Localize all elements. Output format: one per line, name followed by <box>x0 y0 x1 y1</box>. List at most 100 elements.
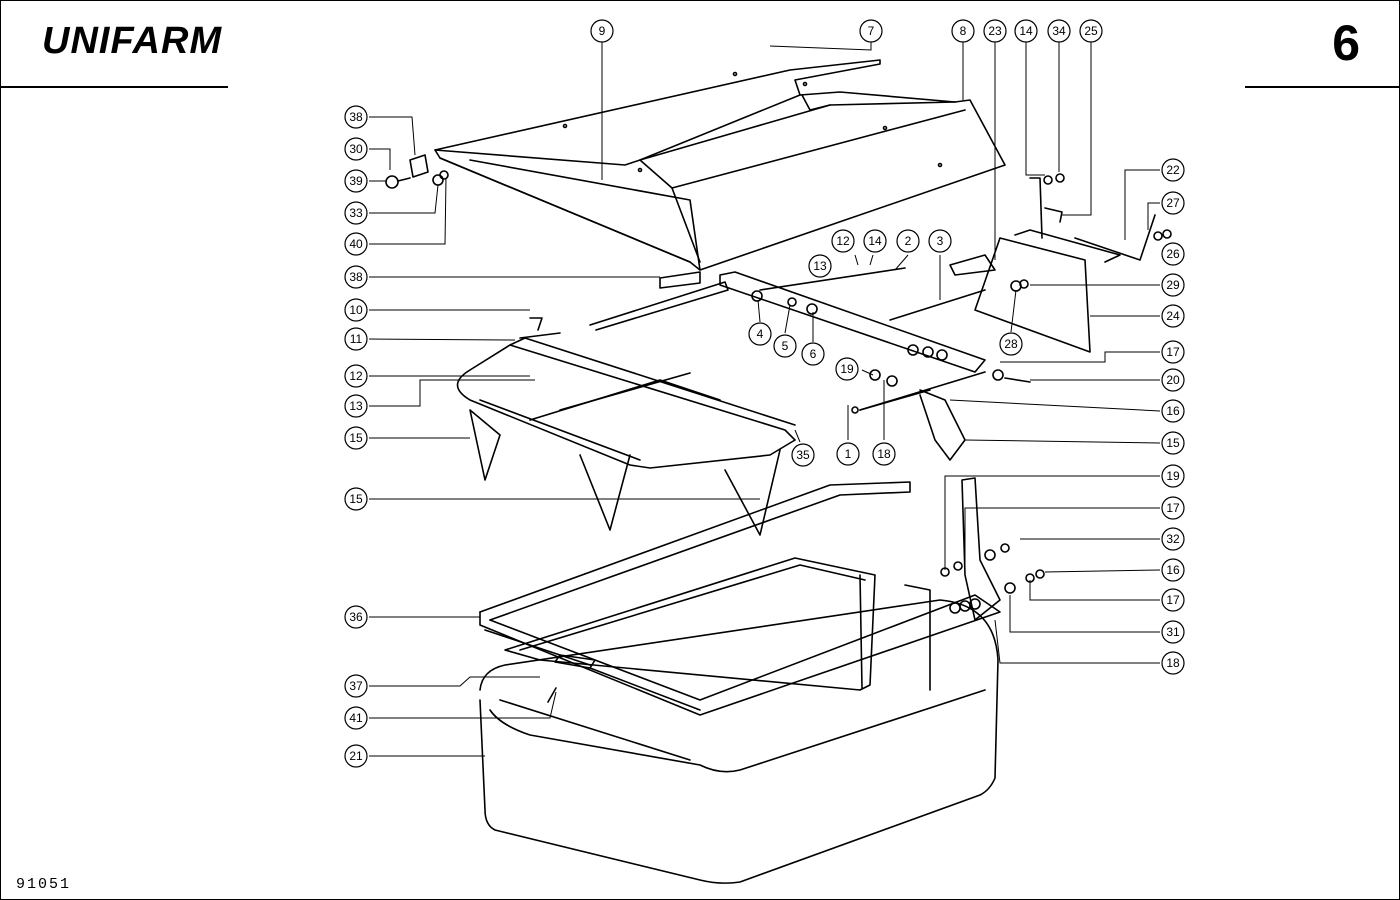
callout-11: 11 <box>344 327 368 351</box>
callout-label: 15 <box>1166 436 1180 450</box>
callout-label: 34 <box>1052 24 1066 38</box>
callout-4: 4 <box>748 322 772 346</box>
callout-17: 17 <box>1161 588 1185 612</box>
callout-label: 5 <box>782 339 789 353</box>
callout-39: 39 <box>344 169 368 193</box>
callout-35: 35 <box>791 443 815 467</box>
callout-36: 36 <box>344 605 368 629</box>
callout-label: 28 <box>1004 337 1018 351</box>
callout-label: 8 <box>960 24 967 38</box>
callout-14: 14 <box>863 229 887 253</box>
callout-9: 9 <box>590 19 614 43</box>
callout-label: 39 <box>349 174 363 188</box>
callout-label: 33 <box>349 206 363 220</box>
callout-label: 23 <box>988 24 1002 38</box>
callout-label: 38 <box>349 110 363 124</box>
callout-label: 16 <box>1166 563 1180 577</box>
spreader-frame-part <box>456 332 796 536</box>
callout-label: 4 <box>757 327 764 341</box>
callout-label: 3 <box>937 234 944 248</box>
callout-label: 29 <box>1166 278 1180 292</box>
callout-label: 19 <box>1166 469 1180 483</box>
hinge-bracket-part <box>385 154 449 189</box>
callout-label: 24 <box>1166 309 1180 323</box>
callout-37: 37 <box>344 674 368 698</box>
header-rule-right <box>1245 86 1399 88</box>
callout-33: 33 <box>344 201 368 225</box>
callout-label: 18 <box>877 447 891 461</box>
callout-label: 30 <box>349 142 363 156</box>
callout-18: 18 <box>1161 651 1185 675</box>
callout-34: 34 <box>1047 19 1071 43</box>
page-number: 6 <box>1332 15 1360 71</box>
callout-label: 15 <box>349 492 363 506</box>
callout-label: 37 <box>349 679 363 693</box>
callout-label: 38 <box>349 270 363 284</box>
callout-label: 14 <box>1019 24 1033 38</box>
callout-26: 26 <box>1161 242 1185 266</box>
inner-tray-part <box>504 557 931 691</box>
callout-12: 12 <box>831 229 855 253</box>
leader-lines <box>368 42 1161 757</box>
callout-32: 32 <box>1161 527 1185 551</box>
callout-label: 1 <box>845 447 852 461</box>
callout-label: 12 <box>836 234 850 248</box>
callout-38: 38 <box>344 105 368 129</box>
callout-13: 13 <box>808 254 832 278</box>
header-rule-left <box>0 86 228 88</box>
callout-18: 18 <box>872 442 896 466</box>
callout-label: 32 <box>1166 532 1180 546</box>
callout-label: 19 <box>840 362 854 376</box>
callout-6: 6 <box>801 342 825 366</box>
callout-40: 40 <box>344 232 368 256</box>
callout-17: 17 <box>1161 340 1185 364</box>
callout-label: 17 <box>1166 593 1180 607</box>
callout-24: 24 <box>1161 304 1185 328</box>
callout-5: 5 <box>773 334 797 358</box>
callout-label: 11 <box>350 332 363 346</box>
document-code: 91051 <box>16 876 72 893</box>
callout-22: 22 <box>1161 158 1185 182</box>
callout-15: 15 <box>1161 431 1185 455</box>
callout-label: 40 <box>349 237 363 251</box>
callout-29: 29 <box>1161 273 1185 297</box>
callout-20: 20 <box>1161 368 1185 392</box>
callout-15: 15 <box>344 426 368 450</box>
callout-label: 15 <box>349 431 363 445</box>
callout-13: 13 <box>344 394 368 418</box>
callout-label: 22 <box>1166 163 1180 177</box>
callout-10: 10 <box>344 298 368 322</box>
callout-label: 18 <box>1166 656 1180 670</box>
callout-2: 2 <box>896 229 920 253</box>
top-cover-part <box>434 59 1006 271</box>
callout-8: 8 <box>951 19 975 43</box>
callout-38: 38 <box>344 265 368 289</box>
callout-3: 3 <box>928 229 952 253</box>
callout-21: 21 <box>344 744 368 768</box>
callout-14: 14 <box>1014 19 1038 43</box>
tube-frame-part <box>479 481 1001 716</box>
callout-label: 20 <box>1166 373 1180 387</box>
callout-label: 17 <box>1166 345 1180 359</box>
callout-16: 16 <box>1161 558 1185 582</box>
callout-28: 28 <box>999 332 1023 356</box>
lower-bracket-part <box>940 477 1045 621</box>
callout-label: 17 <box>1166 501 1180 515</box>
callout-label: 9 <box>599 24 606 38</box>
callout-19: 19 <box>835 357 859 381</box>
callout-label: 21 <box>349 749 363 763</box>
callout-label: 27 <box>1166 196 1180 210</box>
callout-30: 30 <box>344 137 368 161</box>
callout-label: 36 <box>349 610 363 624</box>
callout-label: 10 <box>349 303 363 317</box>
callout-label: 7 <box>868 24 875 38</box>
callout-label: 16 <box>1166 404 1180 418</box>
callout-label: 12 <box>349 369 363 383</box>
callout-17: 17 <box>1161 496 1185 520</box>
callout-23: 23 <box>983 19 1007 43</box>
callout-label: 13 <box>349 399 363 413</box>
callout-16: 16 <box>1161 399 1185 423</box>
callout-label: 6 <box>810 347 817 361</box>
